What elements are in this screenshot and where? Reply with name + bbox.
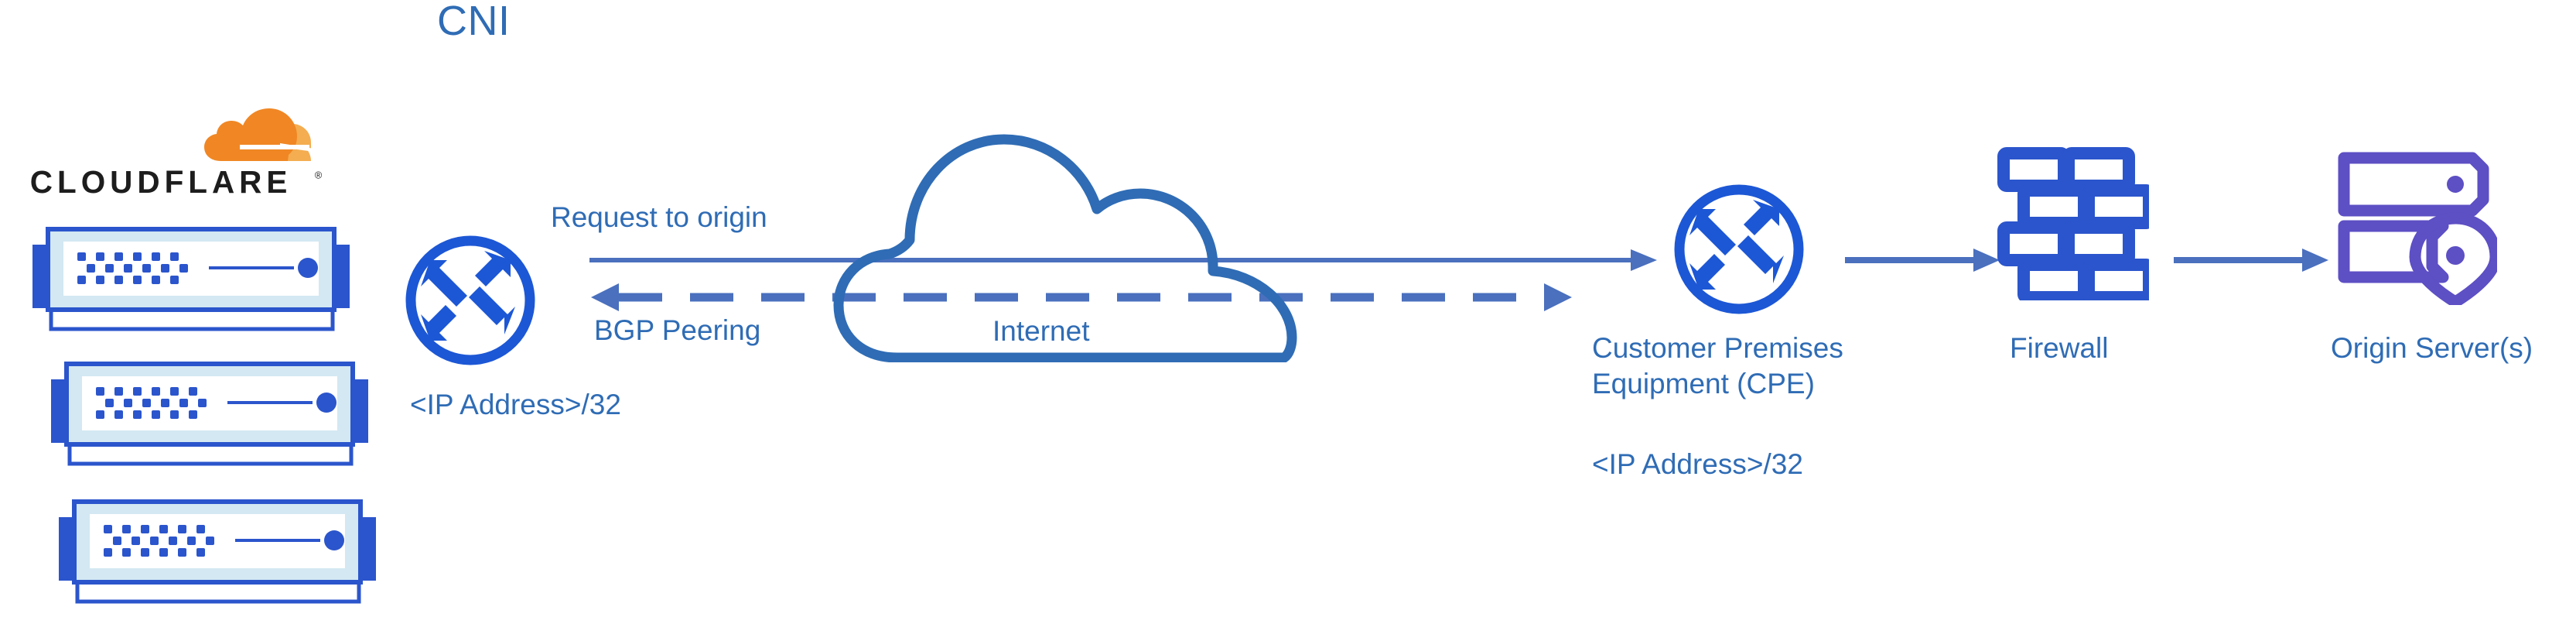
origin-server-pin-icon bbox=[2335, 142, 2502, 309]
cloudflare-logo: CLOUDFLARE ® bbox=[17, 108, 342, 217]
firewall-label: Firewall bbox=[2010, 332, 2109, 364]
router-icon bbox=[1669, 180, 1809, 319]
server-rack-unit bbox=[22, 223, 362, 347]
request-to-origin-label: Request to origin bbox=[551, 201, 767, 233]
firewall-brick-icon bbox=[1994, 146, 2155, 303]
page-title: CNI bbox=[437, 0, 511, 44]
cloud-icon bbox=[828, 102, 1315, 363]
server-rack-unit bbox=[48, 495, 388, 619]
bgp-peering-connector bbox=[591, 280, 1572, 314]
cpe-label-line-2: Equipment (CPE) bbox=[1592, 368, 1815, 399]
cloudflare-wordmark: CLOUDFLARE ® bbox=[17, 164, 342, 200]
bgp-peering-label: BGP Peering bbox=[594, 314, 761, 346]
svg-text:®: ® bbox=[315, 169, 323, 180]
request-to-origin-connector bbox=[589, 245, 1657, 276]
firewall-to-origin-connector bbox=[2174, 246, 2328, 274]
cpe-label-line-1: Customer Premises bbox=[1592, 332, 1843, 364]
cpe-label-group: Customer Premises Equipment (CPE) <IP Ad… bbox=[1592, 331, 1843, 482]
cloudflare-router-ip-label: <IP Address>/32 bbox=[410, 389, 621, 420]
origin-server-label: Origin Server(s) bbox=[2331, 332, 2533, 364]
server-rack-unit bbox=[40, 358, 381, 482]
cpe-to-firewall-connector bbox=[1845, 246, 2000, 274]
svg-text:CLOUDFLARE: CLOUDFLARE bbox=[30, 164, 292, 200]
cpe-ip-label: <IP Address>/32 bbox=[1592, 448, 1803, 480]
cloudflare-cloud-logo-icon bbox=[193, 108, 342, 163]
router-icon bbox=[401, 231, 540, 370]
internet-label: Internet bbox=[992, 315, 1090, 347]
